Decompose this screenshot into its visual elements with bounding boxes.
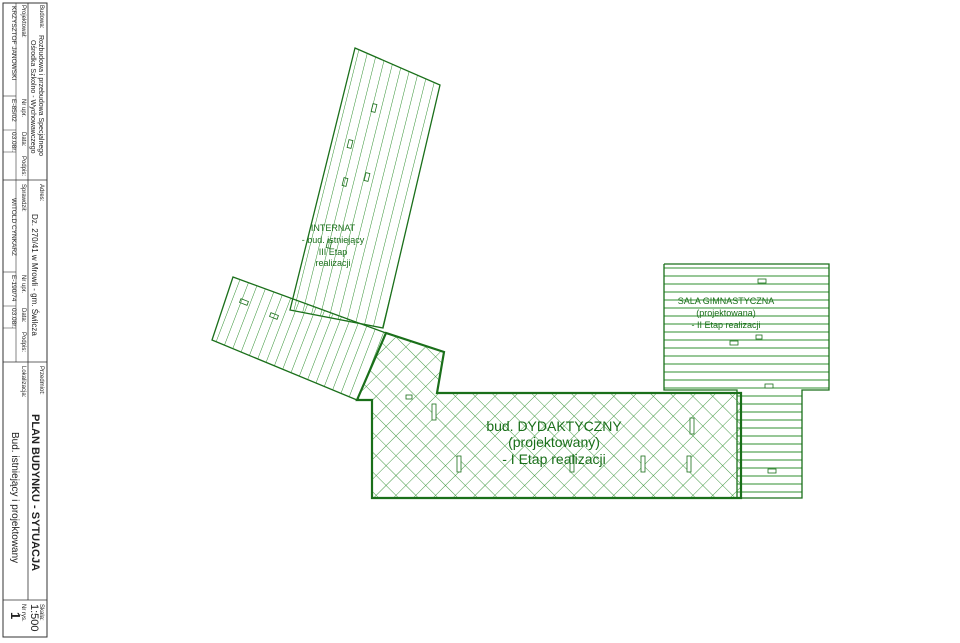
internat-label-line2: - bud. istniejący [302, 235, 365, 245]
projektowal-name: KRZYSZTOF JANOWSKI [10, 6, 17, 80]
label-data-1: Data: [20, 132, 26, 147]
label-skala: Skala: [38, 604, 44, 621]
label-sprawdzil: Sprawdził: [20, 184, 26, 212]
skala: 1:500 [28, 604, 40, 632]
label-budowa: Budowa: [38, 5, 44, 29]
label-projektowal: Projektował: [20, 5, 26, 38]
adres: Dz. 270/41 w Mrowli - gm. Świlcza [30, 214, 39, 336]
label-nr-upr-1: Nr upr. [20, 99, 26, 117]
sprawdzil-name: WITOLD CYNKARZ [10, 198, 17, 256]
dydaktyczny-outline [355, 331, 743, 500]
internat-long-wing-hatch [290, 48, 440, 328]
lokalizacja: Bud. istniejący i projektowany [9, 432, 20, 563]
nr-rys: 1 [8, 612, 23, 619]
label-data-2: Data: [20, 308, 26, 323]
sala-outline [663, 263, 830, 499]
dydaktyczny-label-line2: (projektowany) [508, 434, 600, 450]
label-adres: Adres: [38, 184, 44, 202]
sala-label-line1: SALA GIMNASTYCZNA [678, 296, 775, 306]
internat-roof-marks [239, 103, 378, 320]
sala-label-line2: (projektowana) [696, 308, 756, 318]
przedmiot: PLAN BUDYNKU - SYTUACJA [29, 414, 41, 571]
sprawdzil-data: 03.08r. [10, 308, 17, 328]
label-lokalizacja: Lokalizacja: [20, 366, 26, 398]
dydaktyczny-roof-marks [405, 394, 695, 473]
projektowal-data: 03.08r. [10, 132, 17, 152]
label-podpis-1: Podpis: [20, 156, 26, 176]
label-podpis-2: Podpis: [20, 332, 26, 352]
projektowal-upr: E-85/02 [10, 99, 17, 122]
budowa-line1: Rozbudowa i przebudowa Specjalnego [37, 35, 44, 156]
label-przedmiot: Przedmiot: [38, 366, 44, 395]
internat-label-line1: INTERNAT [311, 223, 356, 233]
internat-long-wing-outline [289, 47, 441, 329]
label-nr-upr-2: Nr upr. [20, 275, 26, 293]
internat-label-line3: III Etap [319, 247, 348, 257]
sala-roof-marks [729, 278, 777, 474]
sala-label-line3: - II Etap realizacji [691, 320, 760, 330]
budowa-line2: Ośrodka Szkolno - Wychowawczego [29, 40, 36, 154]
title-block: Budowa: Rozbudowa i przebudowa Specjalne… [2, 2, 48, 638]
dydaktyczny-label-line1: bud. DYDAKTYCZNY [486, 418, 622, 434]
internat-label-line4: realizacji [315, 258, 350, 268]
label-nr-rys: Nr rys. [20, 604, 26, 622]
dydaktyczny-label-line3: - I Etap realizacji [502, 451, 605, 467]
sprawdzil-upr: E-190/74 [10, 275, 17, 302]
